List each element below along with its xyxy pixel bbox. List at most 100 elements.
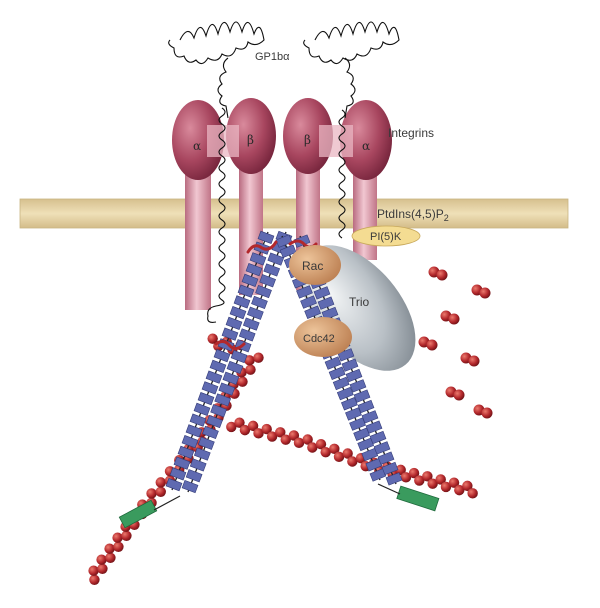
actin-bead — [237, 376, 248, 387]
spectrin-repeat — [328, 366, 346, 380]
actin-bead — [226, 421, 237, 433]
spectrin-repeat — [177, 445, 195, 459]
spectrin-repeat — [317, 296, 335, 310]
actin-bead — [261, 423, 272, 435]
rac-gtpase — [289, 245, 341, 285]
spectrin-repeat — [205, 370, 223, 384]
spectrin-repeat — [233, 295, 251, 309]
actin-bead — [88, 565, 99, 576]
spectrin-repeat — [225, 316, 243, 330]
anchor-proteins — [118, 483, 440, 529]
spectrin-repeat — [241, 273, 259, 287]
spectrin-repeat — [255, 284, 272, 299]
actin-bead — [244, 355, 255, 366]
actin-bead — [146, 488, 157, 499]
actin-bead — [104, 543, 115, 554]
spectrin-repeat — [337, 348, 355, 362]
spectrin-repeat — [251, 295, 268, 310]
actin-bead — [302, 434, 313, 445]
actin-bead — [245, 364, 256, 375]
spectrin-repeat — [181, 479, 199, 494]
actin-bead — [422, 471, 433, 482]
actin-bead — [342, 448, 353, 459]
actin-bead — [454, 484, 465, 496]
spectrin-repeat — [165, 478, 183, 492]
free-actin-monomers — [418, 266, 493, 419]
actin-bead — [105, 552, 116, 563]
spectrin-repeat — [279, 244, 297, 258]
spectrin-repeat — [381, 461, 399, 476]
actin-bead — [436, 269, 448, 281]
actin-bead — [275, 427, 286, 438]
actin-bead — [207, 333, 218, 344]
spectrin-repeat — [218, 382, 236, 396]
actin-bead — [333, 451, 345, 463]
spectrin-repeat — [336, 386, 354, 401]
spectrin-repeat — [263, 263, 281, 277]
actin-bead — [293, 437, 305, 449]
spectrin-repeat — [353, 389, 371, 403]
actin-bead — [315, 438, 327, 450]
spectrin-repeat — [296, 285, 313, 299]
spectrin-repeat — [181, 435, 199, 449]
spectrin-repeat — [340, 397, 358, 411]
actin-bead — [253, 428, 264, 439]
actin-bead — [112, 532, 123, 543]
rac-label: Rac — [302, 259, 323, 273]
actin-bead — [253, 352, 264, 363]
spectrin-repeat — [365, 420, 383, 434]
actin-bead — [121, 530, 132, 541]
gp1b-label: GP1bα — [255, 51, 290, 63]
alpha-label-left: α — [193, 139, 201, 153]
actin-bead — [440, 481, 452, 493]
ptdins-label: PtdIns(4,5)P2 — [377, 207, 449, 223]
spectrin-repeat — [361, 410, 379, 424]
spectrin-repeat — [185, 469, 203, 483]
spectrin-repeat — [201, 381, 219, 395]
actin-bead — [96, 554, 107, 565]
spectrin-repeat — [229, 306, 247, 320]
spectrin-repeat — [257, 230, 275, 244]
spectrin-repeat — [237, 284, 255, 298]
actin-bead — [453, 389, 465, 401]
spectrin-repeat — [385, 472, 403, 486]
spectrin-repeat — [313, 286, 331, 300]
actin-bead — [479, 287, 491, 299]
spectrin-repeat — [185, 424, 203, 438]
actin-bead — [467, 488, 478, 499]
integrin-heads — [172, 98, 392, 180]
spectrin-repeat — [259, 274, 276, 288]
spectrin-repeat — [197, 392, 215, 406]
spectrin-repeat — [349, 417, 366, 431]
pi5k-enzyme — [351, 225, 421, 247]
actin-bead — [307, 442, 318, 453]
actin-bead — [468, 355, 480, 367]
plasma-membrane — [19, 198, 569, 229]
spectrin-repeat — [332, 376, 350, 391]
spectrin-repeat — [222, 371, 240, 385]
actin-bead — [414, 475, 425, 486]
spectrin-repeat — [300, 295, 317, 309]
spectrin-repeat — [247, 306, 264, 320]
actin-bead — [395, 464, 406, 476]
actin-bead — [408, 467, 420, 479]
actin-bead — [448, 477, 460, 488]
spectrin-repeat — [304, 305, 322, 319]
spectrin-repeat — [267, 252, 285, 266]
actin-bead — [347, 456, 358, 467]
spectrin-repeat — [373, 441, 391, 455]
actin-bead — [113, 541, 124, 552]
spectrin-repeat — [202, 425, 219, 440]
spectrin-repeat — [275, 234, 293, 248]
actin-filaments — [88, 333, 478, 585]
spectrin-repeat — [324, 356, 342, 370]
actin-bead — [239, 424, 251, 436]
actin-bead — [234, 417, 245, 428]
anchor-right — [396, 485, 440, 512]
actin-bead — [426, 339, 438, 351]
actin-bead — [400, 472, 412, 483]
pi5k-label: PI(5)K — [370, 231, 402, 243]
cdc42-gtpase — [294, 317, 352, 357]
actin-bead — [247, 420, 259, 432]
